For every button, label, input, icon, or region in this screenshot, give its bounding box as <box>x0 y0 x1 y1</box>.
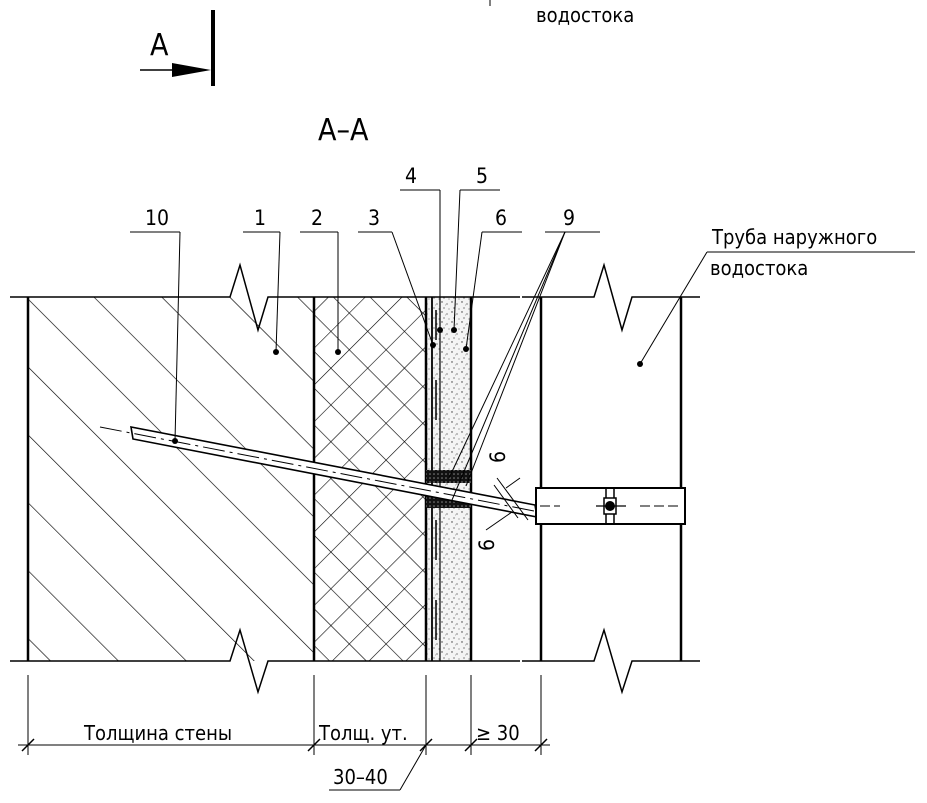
callout-4: 4 <box>405 164 417 188</box>
pipe-label-line2: водостока <box>710 256 808 280</box>
callout-1: 1 <box>254 206 266 230</box>
top-caption: водостока <box>536 3 634 27</box>
bottom-dimensions <box>18 675 550 791</box>
callout-5: 5 <box>476 164 488 188</box>
masonry-layer <box>26 297 314 661</box>
dim-clearance: ≥ 30 <box>476 721 520 745</box>
pipe-label-line1: Труба наружного <box>711 225 877 249</box>
dim-wall-thickness: Толщина стены <box>83 721 232 745</box>
leader-lines <box>130 189 915 501</box>
dim-insulation-thickness: Толщ. ут. <box>318 721 408 745</box>
plaster-layers <box>424 297 473 661</box>
section-title: A–A <box>318 113 369 148</box>
gap-dimension <box>485 477 529 531</box>
section-mark <box>140 0 491 86</box>
pipe-clamp <box>535 487 686 525</box>
callout-2: 2 <box>311 206 323 230</box>
gap-label-lower: 6 <box>475 539 499 551</box>
dim-plaster: 30–40 <box>333 765 388 789</box>
callout-3: 3 <box>368 206 380 230</box>
callout-6: 6 <box>495 206 507 230</box>
section-letter: A <box>150 28 169 63</box>
gap-label-upper: 6 <box>486 451 510 463</box>
callout-9: 9 <box>563 206 575 230</box>
break-lines <box>10 262 520 695</box>
callout-10: 10 <box>145 206 169 230</box>
drainpipe <box>522 262 700 695</box>
